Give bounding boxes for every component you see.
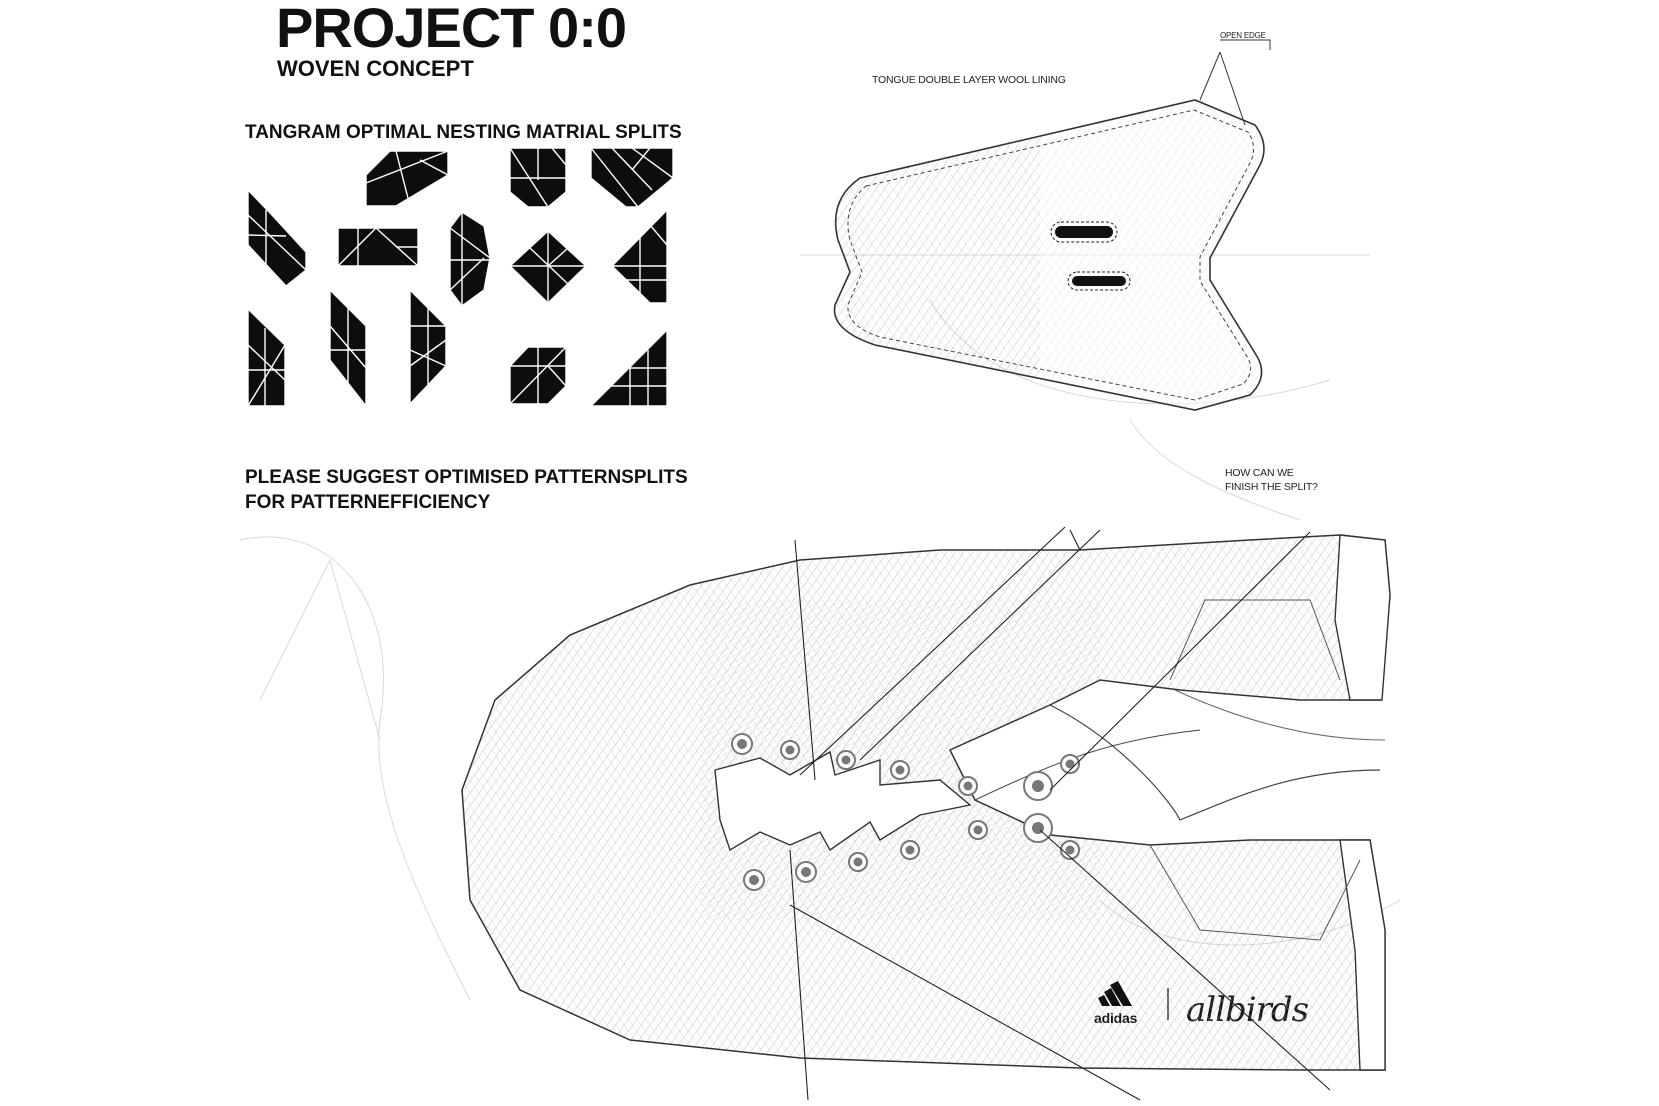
eyelet-group [731, 733, 1080, 891]
tongue-lining-label: TONGUE DOUBLE LAYER WOOL LINING [872, 74, 1066, 86]
tangram-piece-4 [247, 189, 307, 287]
shoe-upper-pattern [461, 526, 1391, 1101]
request-line-2: FOR PATTERNEFFICIENCY [245, 492, 491, 513]
tangram-piece-3 [590, 147, 674, 208]
tangram-piece-2 [509, 147, 567, 208]
tangram-piece-10 [329, 289, 367, 407]
tangram-piece-9 [247, 308, 286, 407]
open-edge-label: OPEN EDGE [1220, 31, 1266, 40]
tangram-piece-5 [337, 227, 419, 267]
tangram-piece-7 [509, 230, 587, 304]
finish-split-line-2: FINISH THE SPLIT? [1225, 481, 1318, 493]
split-guide-lines [789, 526, 1331, 1101]
request-line-1: PLEASE SUGGEST OPTIMISED PATTERNSPLITS [245, 467, 688, 488]
finish-split-line-1: HOW CAN WE [1225, 467, 1294, 479]
tangram-piece-13 [590, 329, 668, 407]
adidas-three-stripes-icon [1098, 981, 1132, 1006]
page-title: PROJECT 0:0 [276, 0, 627, 59]
tangram-pieces [247, 147, 674, 407]
tangram-heading: TANGRAM OPTIMAL NESTING MATRIAL SPLITS [245, 122, 682, 143]
tangram-piece-12 [509, 346, 567, 405]
tangram-piece-6 [449, 211, 491, 307]
tangram-piece-11 [409, 289, 447, 405]
tongue-pattern [833, 39, 1271, 411]
tangram-piece-1 [365, 150, 449, 207]
page-subtitle: WOVEN CONCEPT [277, 56, 474, 81]
tangram-piece-8 [611, 209, 668, 304]
